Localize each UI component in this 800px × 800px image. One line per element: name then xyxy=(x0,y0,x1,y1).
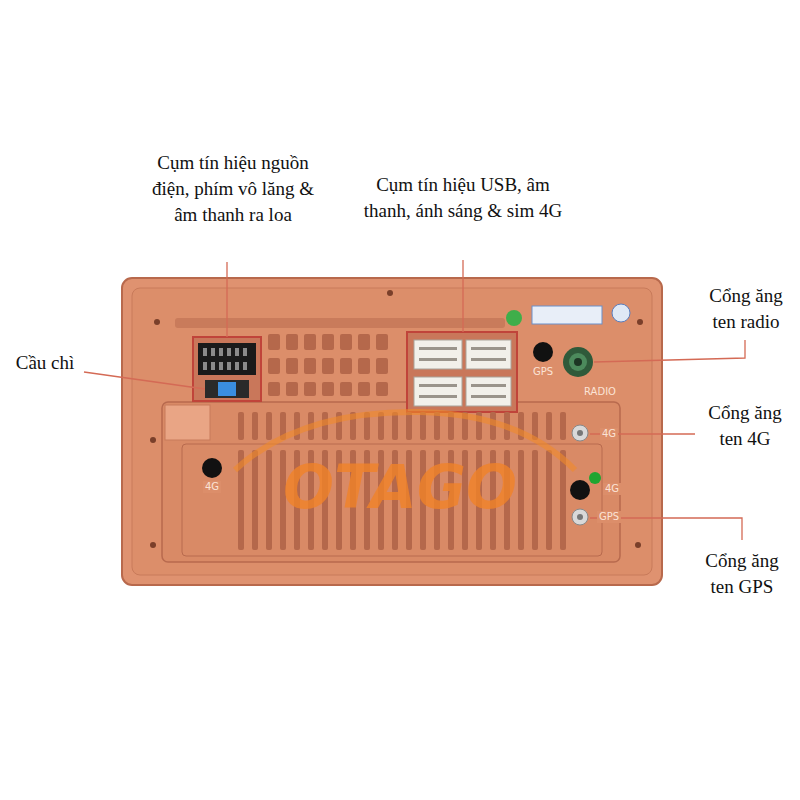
port-marking: 4G xyxy=(603,483,621,495)
port-marking: RADIO xyxy=(582,386,618,398)
plate xyxy=(165,405,210,440)
vent-slot xyxy=(546,450,552,550)
vent-slot xyxy=(266,412,272,440)
green-dot xyxy=(589,472,601,484)
gps-port xyxy=(572,509,588,525)
vent-slot xyxy=(252,412,258,440)
radio-port xyxy=(563,347,593,377)
fuse-holder xyxy=(205,380,249,398)
sticker-round xyxy=(612,304,630,322)
vent-slot xyxy=(322,412,328,440)
4g-port-pin xyxy=(577,430,583,436)
vent-slot xyxy=(266,450,272,550)
callout-label: Cụm tín hiệu nguồn điện, phím vô lăng & … xyxy=(151,150,316,228)
gps-hole xyxy=(533,342,553,362)
upper-vents xyxy=(268,334,388,396)
vent-slot xyxy=(420,412,426,440)
power-connector xyxy=(198,343,256,375)
port-marking: 4G xyxy=(203,481,221,493)
port-marking: 4G xyxy=(600,428,618,440)
callout-label: Cổng ăng ten GPS xyxy=(696,548,788,600)
inner-panel xyxy=(162,402,620,562)
vent-slot xyxy=(546,412,552,440)
vent-slot xyxy=(294,412,300,440)
sticker-dot xyxy=(506,310,522,326)
callout-label: Cầu chì xyxy=(16,350,75,376)
callout-label: Cổng ăng ten 4G xyxy=(699,400,791,452)
sticker xyxy=(532,306,602,324)
housing xyxy=(122,278,662,585)
connector-frame xyxy=(193,337,261,401)
screw-holes xyxy=(150,290,643,548)
gps-port-pin xyxy=(577,514,583,520)
radio-port-pin xyxy=(574,358,582,366)
vent-slot xyxy=(434,412,440,440)
leader-line xyxy=(226,262,227,337)
radio-port-ring xyxy=(569,353,587,371)
leader-line xyxy=(84,372,205,389)
callout-label: Cổng ăng ten radio xyxy=(700,283,792,335)
vent-slot xyxy=(252,450,258,550)
vent-slot xyxy=(532,450,538,550)
usb-connector-pins xyxy=(419,347,506,398)
housing-face xyxy=(132,288,652,575)
usb-connector-frame xyxy=(407,332,517,412)
groove xyxy=(175,318,505,328)
fuse xyxy=(218,382,236,396)
4g-port xyxy=(572,425,588,441)
leader-line xyxy=(462,260,463,332)
leader-lines xyxy=(84,260,745,540)
port-marking: GPS xyxy=(531,366,555,378)
vent-slot xyxy=(518,450,524,550)
hole xyxy=(570,480,590,500)
vent-slot xyxy=(560,412,566,440)
vent-slot xyxy=(560,450,566,550)
port-marking: GPS xyxy=(597,511,621,523)
usb-connectors xyxy=(414,340,511,406)
connector-pins xyxy=(203,348,247,370)
callout-label: Cụm tín hiệu USB, âm thanh, ánh sáng & s… xyxy=(363,172,563,224)
vent-slot xyxy=(238,412,244,440)
watermark: OTAGO xyxy=(283,452,517,522)
left-hole xyxy=(202,458,222,478)
vent-slot xyxy=(392,412,398,440)
vent-slot xyxy=(406,412,412,440)
leader-line xyxy=(594,340,745,362)
